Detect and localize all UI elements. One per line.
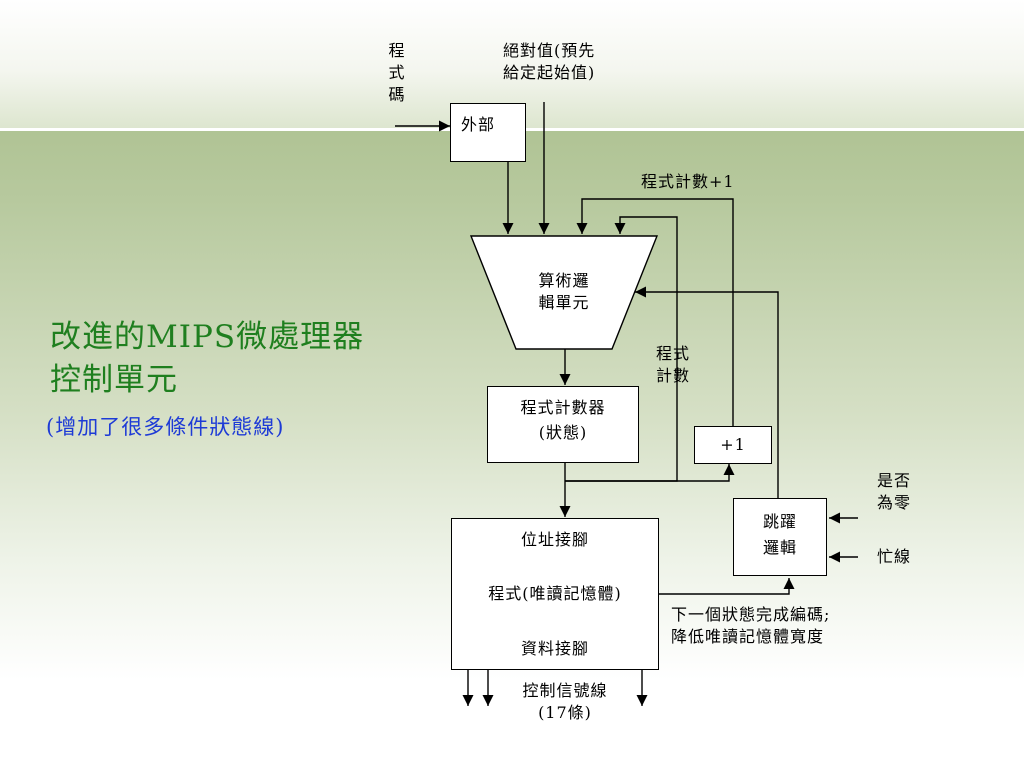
alu-label-line-1: 算術邏 [538, 271, 590, 290]
program-code-char-2: 式 [388, 63, 406, 82]
jump-logic-line-2: 邏輯 [762, 538, 797, 557]
absolute-value-line-1: 絕對值(預先 [503, 41, 596, 60]
program-count-line-1: 程式 [656, 344, 691, 363]
program-code-label: 程 式 碼 [386, 40, 408, 106]
program-counter-box: 程式計數器 (狀態) [487, 386, 639, 463]
rom-address-pins: 位址接腳 [520, 530, 589, 549]
jump-logic-line-1: 跳躍 [762, 512, 797, 531]
slide-title: 改進的MIPS微處理器 控制單元 [50, 316, 364, 402]
program-code-char-1: 程 [388, 41, 406, 60]
next-state-note-line-1: 下一個狀態完成編碼; [671, 605, 831, 624]
rom-box: 位址接腳 程式(唯讀記憶體) 資料接腳 [451, 518, 659, 670]
program-count-line-2: 計數 [656, 366, 691, 385]
alu-trapezoid [469, 235, 659, 350]
absolute-value-line-2: 給定起始值) [503, 63, 596, 82]
wire-jump-to-alu [635, 286, 779, 498]
alu-label-line-2: 輯單元 [538, 293, 590, 312]
is-zero-label: 是否 為零 [877, 470, 911, 514]
external-box-label: 外部 [461, 115, 496, 134]
program-counter-line-1: 程式計數器 [520, 398, 606, 417]
slide-title-line-2: 控制單元 [50, 362, 178, 398]
control-lines-label: 控制信號線 (17條) [500, 680, 630, 724]
program-count-label: 程式 計數 [656, 343, 690, 387]
slide-subtitle: (增加了很多條件狀態線) [46, 415, 285, 439]
wire-plus-one-feedback [576, 198, 734, 426]
control-lines-line-2: (17條) [538, 703, 592, 722]
program-counter-line-2: (狀態) [538, 423, 588, 442]
next-state-note-line-2: 降低唯讀記憶體寬度 [671, 627, 825, 646]
wire-rom-to-jump [658, 578, 795, 595]
slide-title-line-1: 改進的MIPS微處理器 [50, 319, 365, 355]
plus-one-label: +1 [720, 435, 746, 454]
rom-program-label: 程式(唯讀記憶體) [488, 584, 622, 603]
is-zero-line-1: 是否 [877, 471, 912, 490]
is-zero-line-2: 為零 [877, 493, 912, 512]
busy-label: 忙線 [877, 547, 912, 566]
absolute-value-label: 絕對值(預先 給定起始值) [503, 40, 595, 84]
external-box: 外部 [450, 103, 526, 162]
wire-pc-to-plus-one [565, 464, 735, 482]
program-code-char-3: 碼 [388, 85, 406, 104]
plus-one-box: +1 [694, 426, 772, 464]
rom-data-pins: 資料接腳 [520, 639, 589, 658]
pc-plus-one-label: 程式計數+1 [641, 172, 735, 191]
next-state-note: 下一個狀態完成編碼; 降低唯讀記憶體寬度 [671, 604, 830, 648]
alu-label: 算術邏 輯單元 [514, 270, 614, 314]
control-lines-line-1: 控制信號線 [522, 681, 608, 700]
jump-logic-box: 跳躍 邏輯 [733, 498, 827, 576]
